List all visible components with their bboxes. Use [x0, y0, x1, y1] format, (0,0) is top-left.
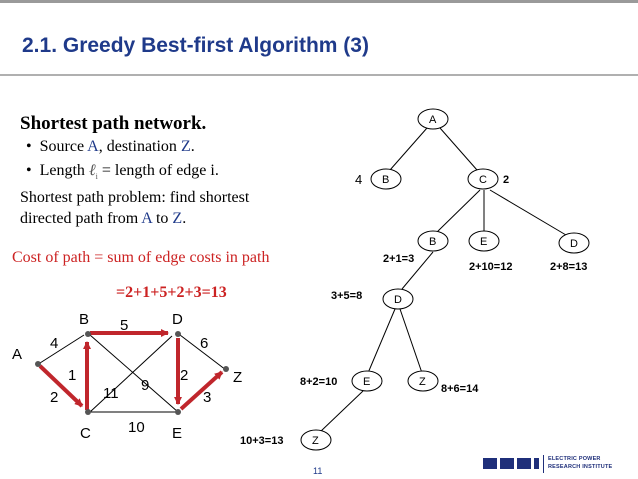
vertex-a [35, 361, 41, 367]
search-tree [319, 127, 567, 433]
search-tree-nodes: A B 4 C 2 B 2+1=3 E 2+10=12 D 2+8=13 D 3… [240, 108, 590, 451]
tree-value-d1: 2+8=13 [550, 261, 587, 273]
edge-cost-c-d: 9 [141, 377, 149, 394]
tree-node-z1: Z [419, 376, 426, 388]
tree-node-c: C [479, 174, 487, 186]
edge-b-e [89, 334, 179, 413]
graph-node-label-e: E [172, 425, 182, 442]
edge-a-b [39, 334, 85, 364]
tree-value-c: 2 [503, 174, 509, 186]
tree-value-b2: 2+1=3 [383, 253, 414, 265]
tree-node-e1: E [480, 236, 487, 248]
tree-value-b1: 4 [355, 172, 362, 187]
edge-cost-d-e: 2 [180, 367, 188, 384]
graph-node-label-a: A [12, 346, 22, 363]
page-number: 11 [313, 466, 323, 476]
edge-cost-a-b: 4 [50, 335, 58, 352]
vertex-z [223, 366, 229, 372]
network-graph: A B C D E Z 4 2 1 5 11 9 10 2 6 3 [12, 311, 242, 442]
logo-text-line2: RESEARCH INSTITUTE [548, 464, 613, 470]
edge-cost-a-c: 2 [50, 389, 58, 406]
graph-node-label-z: Z [233, 369, 242, 386]
edge-c-d [89, 335, 173, 413]
graph-node-label-b: B [79, 311, 89, 328]
tree-node-b2: B [429, 236, 436, 248]
vertex-d [175, 331, 181, 337]
bullet-dot-icon: • [26, 138, 40, 155]
path-sum: =2+1+5+2+3=13 [116, 284, 227, 301]
edge-d-z [179, 334, 227, 371]
tree-node-z2: Z [312, 435, 319, 447]
tree-value-z1: 8+6=14 [441, 383, 479, 395]
tree-node-b1: B [382, 174, 389, 186]
tree-node-a: A [429, 114, 437, 126]
destination-node: Z [180, 138, 191, 155]
edge-cost-b-e: 11 [103, 385, 119, 402]
vertex-c [85, 409, 91, 415]
path-edge-a-c [38, 364, 84, 408]
edge-cost-e-z: 3 [203, 389, 211, 406]
heading: Shortest path network. [20, 113, 207, 134]
problem-line-1: Shortest path problem: find shortest [20, 189, 250, 206]
source-node: A [87, 138, 99, 155]
vertex-e [175, 409, 181, 415]
edge-cost-c-b: 1 [68, 367, 76, 384]
cost-line: Cost of path = sum of edge costs in path [12, 249, 270, 266]
tree-value-d2: 3+5=8 [331, 290, 362, 302]
bullet-source: • Source A, destination Z. [26, 138, 195, 155]
tree-node-d2: D [394, 294, 402, 306]
title-divider [0, 74, 638, 76]
tree-node-d1: D [570, 238, 578, 250]
epri-logo: ELECTRIC POWER RESEARCH INSTITUTE [483, 452, 633, 476]
bullet-dot-icon: • [26, 162, 40, 179]
tree-value-e1: 2+10=12 [469, 261, 512, 273]
edge-cost-b-d: 5 [120, 317, 128, 334]
tree-node-e2: E [363, 376, 370, 388]
vertex-b [85, 331, 91, 337]
length-symbol: ℓ [88, 162, 96, 179]
path-edge-e-z [179, 370, 224, 411]
top-rule [0, 0, 638, 3]
problem-line-2: directed path from A to Z. [20, 210, 187, 227]
bullet-length: • Length ℓi = length of edge i. [26, 162, 219, 182]
tree-value-e2: 8+2=10 [300, 376, 337, 388]
logo-text-line1: ELECTRIC POWER [548, 456, 601, 462]
graph-node-label-c: C [80, 425, 91, 442]
edge-cost-c-e: 10 [128, 419, 145, 436]
slide-title: 2.1. Greedy Best-first Algorithm (3) [22, 34, 369, 57]
graph-node-label-d: D [172, 311, 183, 328]
edge-cost-d-z: 6 [200, 335, 208, 352]
tree-value-z2: 10+3=13 [240, 435, 283, 447]
